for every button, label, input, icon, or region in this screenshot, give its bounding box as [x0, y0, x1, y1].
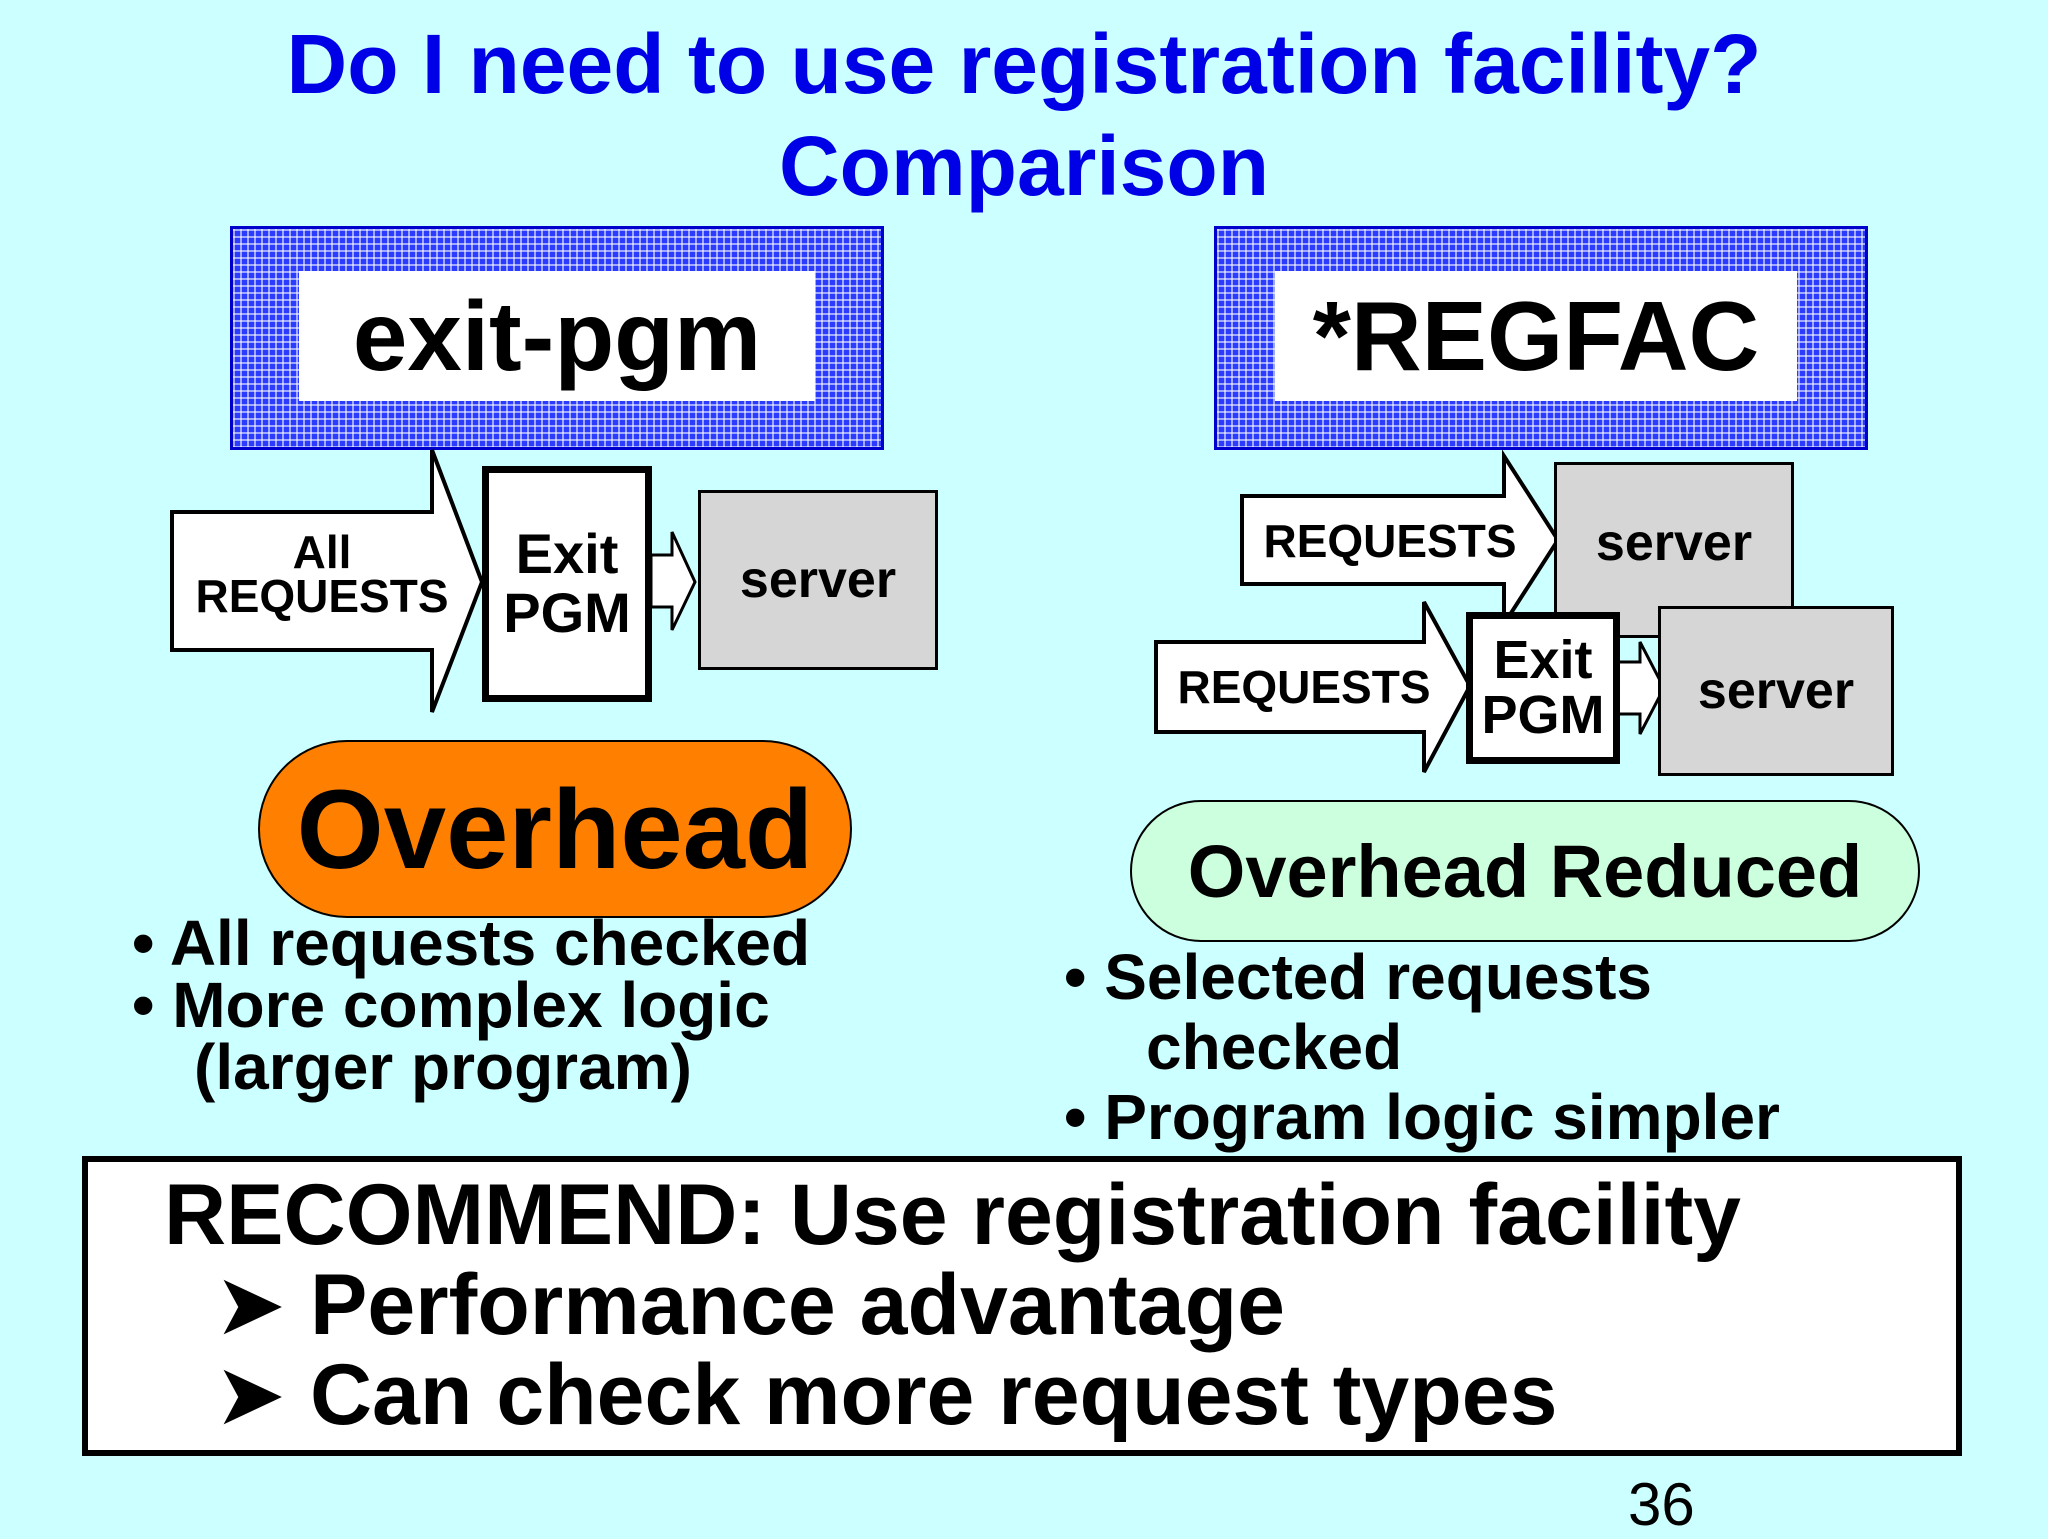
left-arrow-label-line2: REQUESTS: [195, 570, 449, 622]
right-bullets: • Selected requests checked • Program lo…: [1064, 942, 1780, 1152]
left-server-box: server: [698, 490, 938, 670]
right-overhead-reduced-badge: Overhead Reduced: [1130, 800, 1920, 942]
left-bullet-2-cont: (larger program): [194, 1031, 692, 1103]
recommendation-point-2: ➤ Can check more request types: [214, 1347, 1558, 1443]
slide-title-line1: Do I need to use registration facility?: [286, 17, 1762, 111]
right-requests-arrow-bottom: [1154, 601, 1473, 773]
left-banner: exit-pgm: [230, 226, 884, 450]
recommendation-heading: RECOMMEND: Use registration facility: [164, 1167, 1741, 1263]
recommendation-point-1: ➤ Performance advantage: [214, 1257, 1286, 1353]
left-bullets: • All requests checked • More complex lo…: [132, 907, 811, 1103]
right-exit-to-server-arrow: [1616, 641, 1666, 735]
right-requests-arrow-top: [1240, 449, 1561, 631]
right-exit-pgm-box: Exit PGM: [1466, 612, 1620, 764]
right-exit-pgm-line2: PGM: [1481, 685, 1605, 745]
right-bullet-1-cont: checked: [1146, 1011, 1403, 1083]
left-arrow-label: All REQUESTS: [186, 526, 458, 622]
left-bullet-2: • More complex logic: [132, 969, 770, 1041]
left-exit-pgm-line2: PGM: [503, 581, 631, 644]
left-exit-to-server-arrow: [649, 531, 697, 631]
right-bullet-2: • Program logic simpler: [1064, 1081, 1780, 1153]
left-exit-pgm-line1: Exit: [515, 522, 619, 586]
slide-title-line2: Comparison: [778, 119, 1270, 213]
left-bullet-1: • All requests checked: [132, 907, 811, 979]
right-exit-pgm-line1: Exit: [1493, 629, 1593, 690]
right-server-bottom-box: server: [1658, 606, 1894, 776]
left-arrow-label-line1: All: [292, 526, 352, 578]
right-arrow-top-label: REQUESTS: [1263, 515, 1517, 567]
recommendation-box: RECOMMEND: Use registration facility ➤ P…: [82, 1156, 1962, 1456]
right-arrow-bottom-label: REQUESTS: [1177, 661, 1431, 713]
right-banner-label: *REGFAC: [1275, 271, 1797, 401]
left-overhead-badge: Overhead: [258, 740, 852, 918]
left-banner-label: exit-pgm: [299, 271, 815, 401]
left-exit-pgm-box: Exit PGM: [482, 466, 652, 702]
left-requests-arrow: [170, 449, 485, 713]
page-number: 36: [1628, 1471, 1695, 1538]
right-banner: *REGFAC: [1214, 226, 1868, 450]
right-bullet-1: • Selected requests: [1064, 941, 1652, 1013]
